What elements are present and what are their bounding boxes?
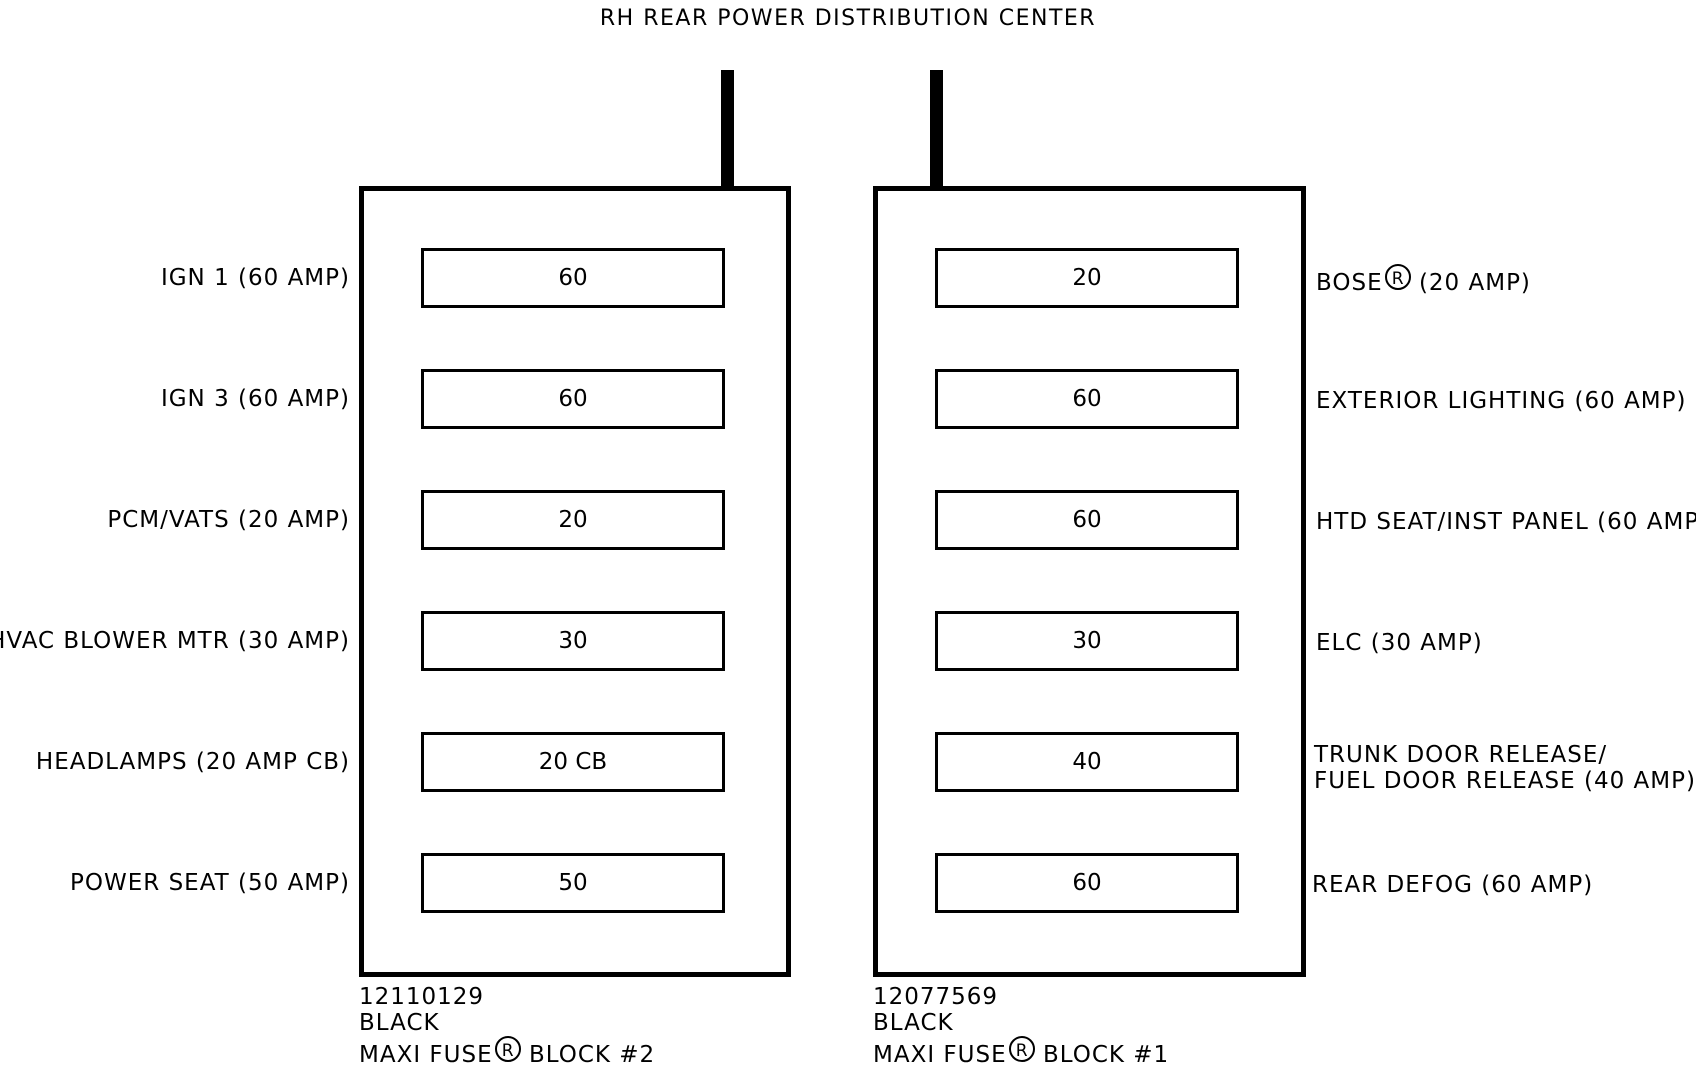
registered-trademark-icon: R — [494, 1036, 521, 1062]
fuse-value: 30 — [1072, 628, 1102, 654]
right-fuse-6: 60 — [935, 853, 1239, 913]
right-fuse-1: 20 — [935, 248, 1239, 308]
right-block-name-suffix: BLOCK #1 — [1042, 1042, 1170, 1068]
fuse-value: 40 — [1072, 749, 1102, 775]
fuse-value: 60 — [1072, 507, 1102, 533]
left-block-feed-wire — [721, 70, 734, 188]
left-fuse-label-1: IGN 1 (60 AMP) — [160, 265, 350, 291]
registered-trademark-icon: R — [1384, 264, 1411, 290]
fuse-value: 30 — [558, 628, 588, 654]
registered-trademark-icon: R — [1008, 1036, 1035, 1062]
fuse-value: 60 — [558, 386, 588, 412]
right-block-name-prefix: MAXI FUSE — [873, 1042, 1007, 1068]
right-fuse-label-1-rating: (20 AMP) — [1418, 270, 1531, 296]
left-fuse-2: 60 — [421, 369, 725, 429]
left-fuse-6: 50 — [421, 853, 725, 913]
left-block-part-number: 12110129 — [359, 984, 485, 1010]
left-fuse-label-2: IGN 3 (60 AMP) — [160, 386, 350, 412]
right-fuse-label-5: TRUNK DOOR RELEASE/ FUEL DOOR RELEASE (4… — [1314, 742, 1696, 794]
right-fuse-4: 30 — [935, 611, 1239, 671]
left-fuse-1: 60 — [421, 248, 725, 308]
left-fuse-5: 20 CB — [421, 732, 725, 792]
left-fuse-label-6: POWER SEAT (50 AMP) — [70, 870, 350, 896]
right-fuse-3: 60 — [935, 490, 1239, 550]
left-fuse-label-3: PCM/VATS (20 AMP) — [107, 507, 350, 533]
left-block-color: BLACK — [359, 1010, 440, 1036]
right-block-color: BLACK — [873, 1010, 954, 1036]
left-fuse-label-5: HEADLAMPS (20 AMP CB) — [35, 749, 350, 775]
fuse-value: 60 — [1072, 870, 1102, 896]
diagram-title: RH REAR POWER DISTRIBUTION CENTER — [599, 6, 1097, 31]
right-fuse-label-5-line2: FUEL DOOR RELEASE (40 AMP) — [1314, 768, 1696, 794]
left-fuse-block — [359, 186, 791, 977]
fuse-value: 50 — [558, 870, 588, 896]
left-fuse-label-4: HVAC BLOWER MTR (30 AMP) — [0, 628, 350, 654]
right-fuse-label-1-name: BOSE — [1316, 270, 1383, 296]
left-fuse-3: 20 — [421, 490, 725, 550]
left-fuse-4: 30 — [421, 611, 725, 671]
right-block-part-number: 12077569 — [873, 984, 999, 1010]
fuse-value: 20 — [1072, 265, 1102, 291]
right-fuse-5: 40 — [935, 732, 1239, 792]
left-block-name-suffix: BLOCK #2 — [528, 1042, 656, 1068]
fuse-value: 20 — [558, 507, 588, 533]
right-fuse-label-5-line1: TRUNK DOOR RELEASE/ — [1314, 742, 1608, 768]
right-fuse-2: 60 — [935, 369, 1239, 429]
fuse-value: 60 — [558, 265, 588, 291]
fuse-value: 20 CB — [538, 749, 608, 775]
left-block-name-prefix: MAXI FUSE — [359, 1042, 493, 1068]
right-fuse-label-3: HTD SEAT/INST PANEL (60 AMP) — [1316, 509, 1696, 535]
fuse-value: 60 — [1072, 386, 1102, 412]
right-fuse-label-2: EXTERIOR LIGHTING (60 AMP) — [1316, 388, 1687, 414]
right-fuse-block — [873, 186, 1306, 977]
right-fuse-label-6: REAR DEFOG (60 AMP) — [1312, 872, 1594, 898]
right-fuse-label-4: ELC (30 AMP) — [1316, 630, 1483, 656]
right-block-feed-wire — [930, 70, 943, 188]
